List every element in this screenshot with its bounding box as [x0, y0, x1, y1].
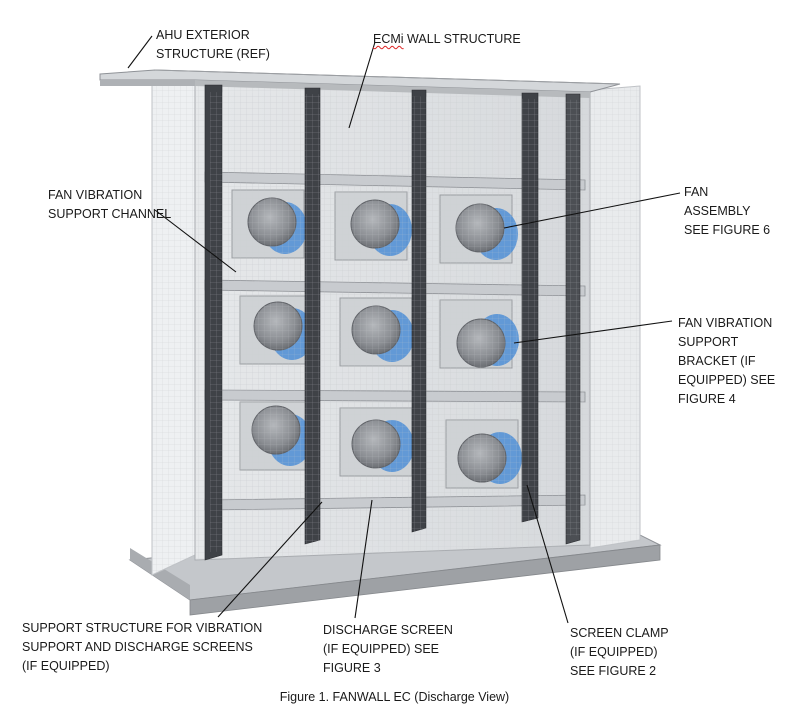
side-panel-right [589, 85, 641, 549]
leader-vibration-bracket [513, 320, 673, 344]
side-panel-left [151, 77, 196, 576]
leader-discharge-screen [354, 499, 373, 619]
label-ecmi-wall-structure: ECMi WALL STRUCTURE [373, 32, 521, 46]
leader-fan-assembly [503, 192, 681, 229]
leader-screen-clamp [526, 484, 569, 624]
label-screen-clamp: SCREEN CLAMP(IF EQUIPPED)SEE FIGURE 2 [570, 626, 669, 678]
leader-lines [127, 35, 681, 624]
leader-vibration-channel [154, 209, 237, 273]
leader-ecmi-wall [348, 41, 376, 129]
leader-ahu-exterior [127, 35, 153, 69]
discharge-screen [210, 92, 585, 552]
ahu-exterior-frame [99, 69, 621, 98]
figure-caption: Figure 1. FANWALL EC (Discharge View) [279, 690, 510, 704]
leader-support-structure [217, 501, 323, 618]
